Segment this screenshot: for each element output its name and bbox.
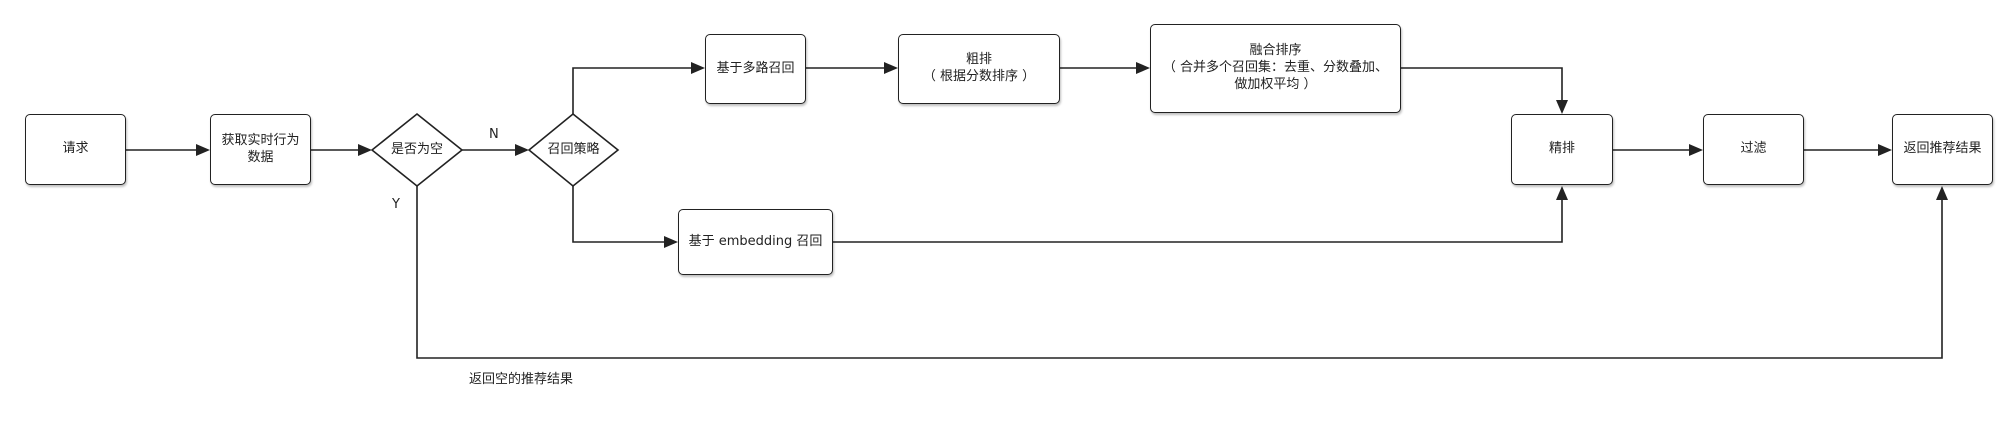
recall-strategy-decision-shape bbox=[527, 112, 620, 188]
arrowhead bbox=[884, 62, 898, 74]
filter-node: 过滤 bbox=[1703, 114, 1804, 185]
edge-label-no: N bbox=[489, 127, 499, 142]
arrowhead bbox=[1936, 186, 1948, 200]
recall-strategy-decision-label: 召回策略 bbox=[547, 141, 600, 157]
arrowhead bbox=[358, 144, 372, 156]
multi-channel-recall-node: 基于多路召回 bbox=[705, 34, 806, 104]
fusion-ranking-node: 融合排序 （ 合并多个召回集：去重、分数叠加、 做加权平均 ） bbox=[1150, 24, 1401, 113]
edge-embedding-to-fine-rank bbox=[833, 196, 1563, 243]
edge-is-empty-yes-to-return bbox=[416, 186, 1943, 359]
edge-label-return-empty: 返回空的推荐结果 bbox=[469, 372, 574, 387]
embedding-recall-node: 基于 embedding 召回 bbox=[678, 209, 833, 275]
arrowhead bbox=[691, 62, 705, 74]
arrowhead bbox=[1136, 62, 1150, 74]
return-result-node: 返回推荐结果 bbox=[1892, 114, 1993, 185]
arrowhead bbox=[1556, 186, 1568, 200]
edge-strategy-to-multi-recall bbox=[572, 67, 695, 114]
arrowhead bbox=[1689, 144, 1703, 156]
is-empty-decision-shape bbox=[370, 112, 464, 188]
arrowhead bbox=[664, 236, 678, 248]
is-empty-decision-label: 是否为空 bbox=[390, 141, 443, 157]
fine-ranking-node: 精排 bbox=[1511, 114, 1613, 185]
edge-strategy-to-embedding-recall bbox=[572, 186, 668, 243]
arrowhead bbox=[1878, 144, 1892, 156]
arrowhead bbox=[196, 144, 210, 156]
request-node: 请求 bbox=[25, 114, 126, 185]
edge-label-yes: Y bbox=[392, 197, 400, 212]
fetch-realtime-behavior-node: 获取实时行为 数据 bbox=[210, 114, 311, 185]
arrowhead bbox=[1556, 100, 1568, 114]
coarse-ranking-node: 粗排 （ 根据分数排序 ） bbox=[898, 34, 1060, 104]
arrowhead bbox=[515, 144, 529, 156]
edge-fusion-to-fine-rank bbox=[1401, 67, 1563, 104]
